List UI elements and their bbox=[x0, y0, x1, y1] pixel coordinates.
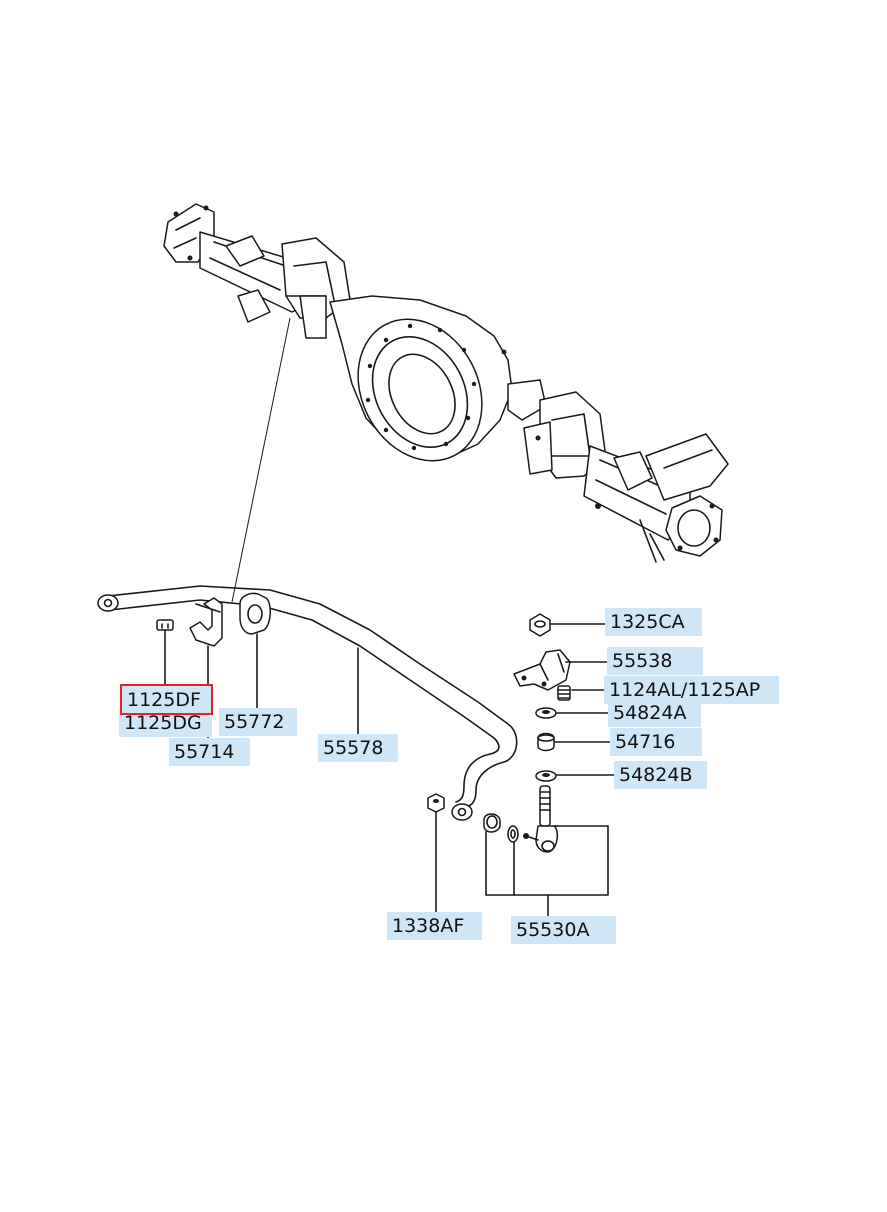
bracket-55714[interactable] bbox=[189, 597, 223, 647]
bolt-1125DF[interactable] bbox=[156, 619, 174, 631]
label-55714[interactable]: 55714 bbox=[169, 738, 250, 766]
label-55530A[interactable]: 55530A bbox=[511, 916, 616, 944]
axle-mount-leader-line bbox=[231, 317, 291, 603]
label-1338AF[interactable]: 1338AF bbox=[387, 912, 482, 940]
label-1325CA[interactable]: 1325CA bbox=[605, 608, 702, 636]
rear-axle-housing bbox=[163, 203, 729, 563]
bracket-55538[interactable] bbox=[513, 649, 571, 691]
bolt-1124AL-1125AP[interactable] bbox=[557, 685, 571, 701]
label-54716[interactable]: 54716 bbox=[610, 728, 702, 756]
stabilizer-bar-55578[interactable] bbox=[97, 585, 518, 821]
bushing-54716[interactable] bbox=[537, 732, 555, 752]
nut-1338AF[interactable] bbox=[427, 793, 445, 813]
label-55538[interactable]: 55538 bbox=[607, 647, 703, 675]
label-54824B[interactable]: 54824B bbox=[614, 761, 707, 789]
label-55578[interactable]: 55578 bbox=[318, 734, 398, 762]
label-54824A[interactable]: 54824A bbox=[608, 699, 701, 727]
label-55772[interactable]: 55772 bbox=[219, 708, 297, 736]
washer-54824A[interactable] bbox=[535, 707, 557, 719]
bushing-55772[interactable] bbox=[239, 592, 271, 635]
label-1125DG[interactable]: 1125DG bbox=[119, 709, 212, 737]
link-assembly-55530A[interactable] bbox=[483, 785, 559, 853]
nut-1325CA[interactable] bbox=[529, 613, 551, 637]
washer-54824B[interactable] bbox=[535, 770, 557, 782]
